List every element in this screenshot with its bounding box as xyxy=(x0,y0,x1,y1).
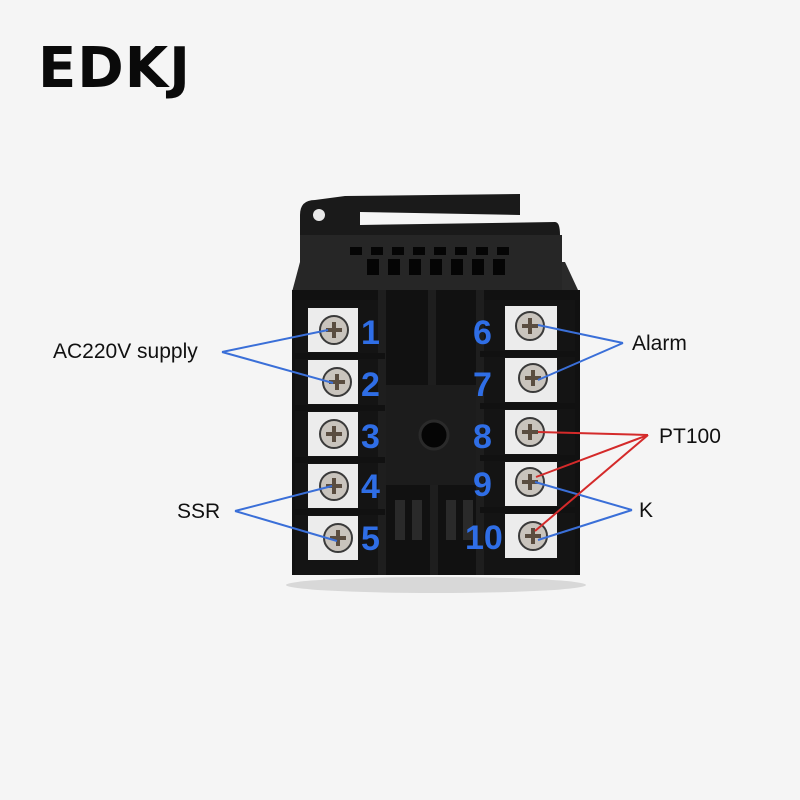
label-ssr: SSR xyxy=(177,500,221,523)
terminal-number-4: 4 xyxy=(361,468,380,506)
label-k: K xyxy=(639,499,654,522)
terminal-number-10: 10 xyxy=(465,519,503,557)
brand-logo: EDKJ xyxy=(38,36,191,101)
terminal-number-9: 9 xyxy=(473,466,492,504)
label-ac220v-supply: AC220V supply xyxy=(53,340,198,363)
label-pt100: PT100 xyxy=(659,425,721,448)
terminal-number-2: 2 xyxy=(361,366,380,404)
terminal-number-3: 3 xyxy=(361,418,380,456)
terminal-number-6: 6 xyxy=(473,314,492,352)
terminal-number-5: 5 xyxy=(361,520,380,558)
terminal-number-7: 7 xyxy=(473,366,492,404)
label-alarm: Alarm xyxy=(632,332,687,355)
terminal-number-1: 1 xyxy=(361,314,380,352)
terminal-number-8: 8 xyxy=(473,418,492,456)
